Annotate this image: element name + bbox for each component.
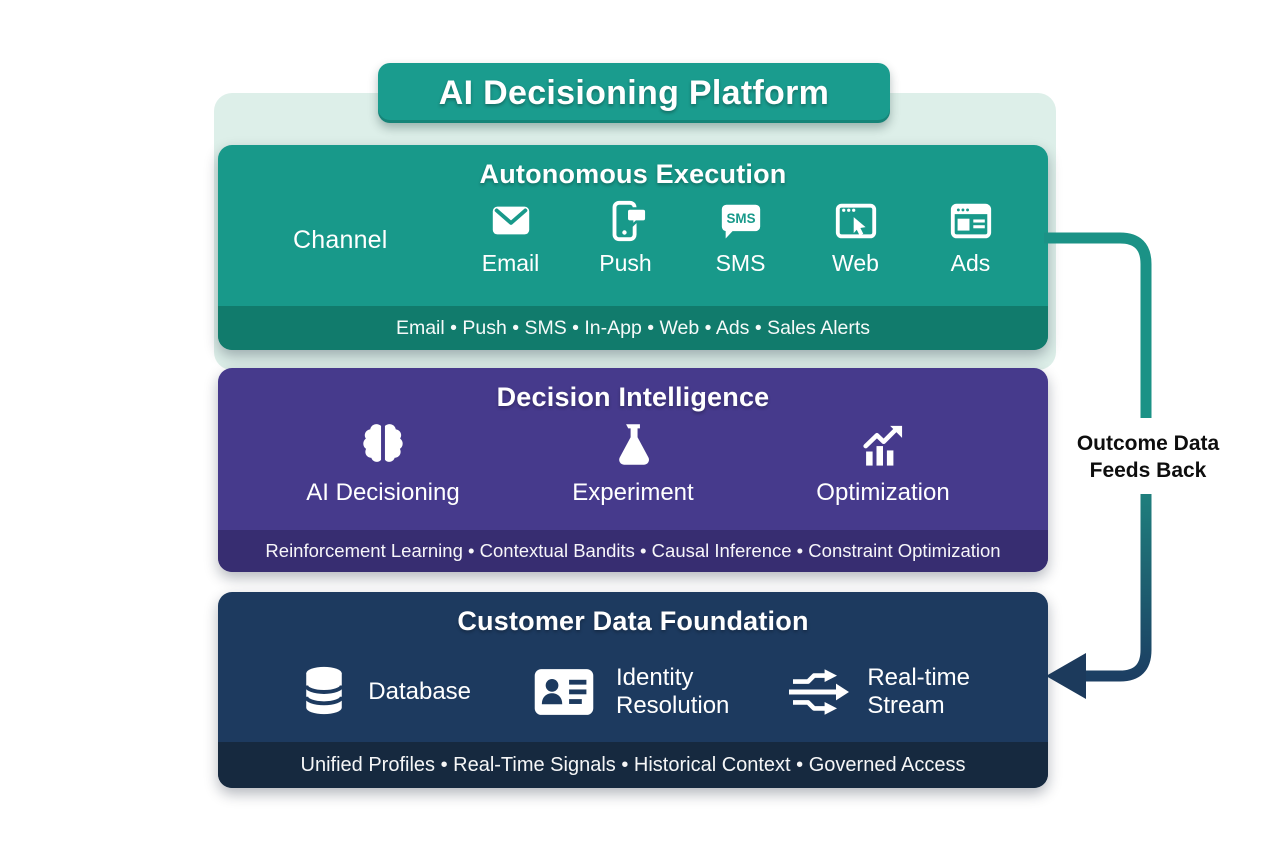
layer-heading: Customer Data Foundation bbox=[457, 606, 809, 636]
intelligence-row: AI Decisioning Experiment Optimization bbox=[218, 415, 1048, 530]
brain-icon bbox=[363, 424, 403, 462]
feedback-arrow-label: Outcome Data Feeds Back bbox=[1038, 430, 1258, 484]
foundation-identity-resolution: Identity Resolution bbox=[511, 664, 764, 720]
layer-heading: Decision Intelligence bbox=[496, 382, 770, 412]
channel-row-label: Channel bbox=[293, 226, 388, 254]
execution-footer-strip: Email • Push • SMS • In-App • Web • Ads … bbox=[218, 306, 1048, 350]
stream-icon bbox=[789, 668, 850, 715]
foundation-database: Database bbox=[258, 661, 511, 723]
channel-label: Web bbox=[832, 250, 879, 276]
layer-autonomous-execution: Autonomous Execution Channel Email Push bbox=[218, 145, 1048, 350]
channel-ads: Ads bbox=[913, 198, 1028, 277]
foundation-label: Real-time Stream bbox=[867, 663, 971, 719]
layer-decision-intelligence: Decision Intelligence AI Decisioning Exp… bbox=[218, 368, 1048, 572]
foundation-real-time-stream: Real-time Stream bbox=[765, 664, 1018, 719]
capability-ai-decisioning: AI Decisioning bbox=[258, 419, 508, 530]
channel-sms: SMS SMS bbox=[683, 198, 798, 277]
id-card-icon bbox=[534, 668, 594, 715]
platform-title: AI Decisioning Platform bbox=[378, 63, 890, 123]
channel-email: Email bbox=[453, 198, 568, 277]
capability-experiment: Experiment bbox=[508, 419, 758, 530]
channel-label: Push bbox=[599, 250, 652, 276]
capability-optimization: Optimization bbox=[758, 419, 1008, 530]
email-icon bbox=[492, 206, 529, 235]
chart-up-icon bbox=[863, 425, 903, 466]
flask-icon bbox=[619, 424, 649, 465]
foundation-footer-strip: Unified Profiles • Real-Time Signals • H… bbox=[218, 742, 1048, 788]
capability-label: Optimization bbox=[816, 479, 950, 506]
channel-label: Ads bbox=[950, 250, 991, 276]
capability-label: Experiment bbox=[572, 479, 694, 506]
database-icon bbox=[304, 666, 344, 714]
feedback-arrowhead bbox=[1046, 653, 1086, 699]
channel-push: Push bbox=[568, 198, 683, 277]
foundation-row: Database Identity Resolution bbox=[218, 639, 1048, 742]
feedback-label-line1: Outcome Data bbox=[1076, 432, 1220, 455]
web-icon bbox=[835, 203, 876, 239]
foundation-label: Database bbox=[368, 677, 472, 705]
feedback-arrow-bottom-segment bbox=[1084, 494, 1152, 682]
intelligence-footer-strip: Reinforcement Learning • Contextual Band… bbox=[218, 530, 1048, 572]
feedback-label-line2: Feeds Back bbox=[1089, 459, 1207, 482]
layer-customer-data-foundation: Customer Data Foundation Database bbox=[218, 592, 1048, 788]
channel-row: Channel Email Push SMS bbox=[218, 192, 1048, 306]
capability-label: AI Decisioning bbox=[306, 479, 460, 506]
channel-label: Email bbox=[481, 250, 540, 276]
channel-label: SMS bbox=[715, 250, 766, 276]
sms-icon: SMS bbox=[721, 204, 760, 239]
layer-heading: Autonomous Execution bbox=[479, 159, 787, 189]
channel-web: Web bbox=[798, 198, 913, 277]
foundation-label: Identity Resolution bbox=[615, 663, 730, 719]
push-icon bbox=[612, 200, 648, 242]
feedback-arrow-top-segment bbox=[1044, 232, 1152, 418]
svg-text:SMS: SMS bbox=[726, 211, 755, 226]
ads-icon bbox=[950, 203, 991, 239]
